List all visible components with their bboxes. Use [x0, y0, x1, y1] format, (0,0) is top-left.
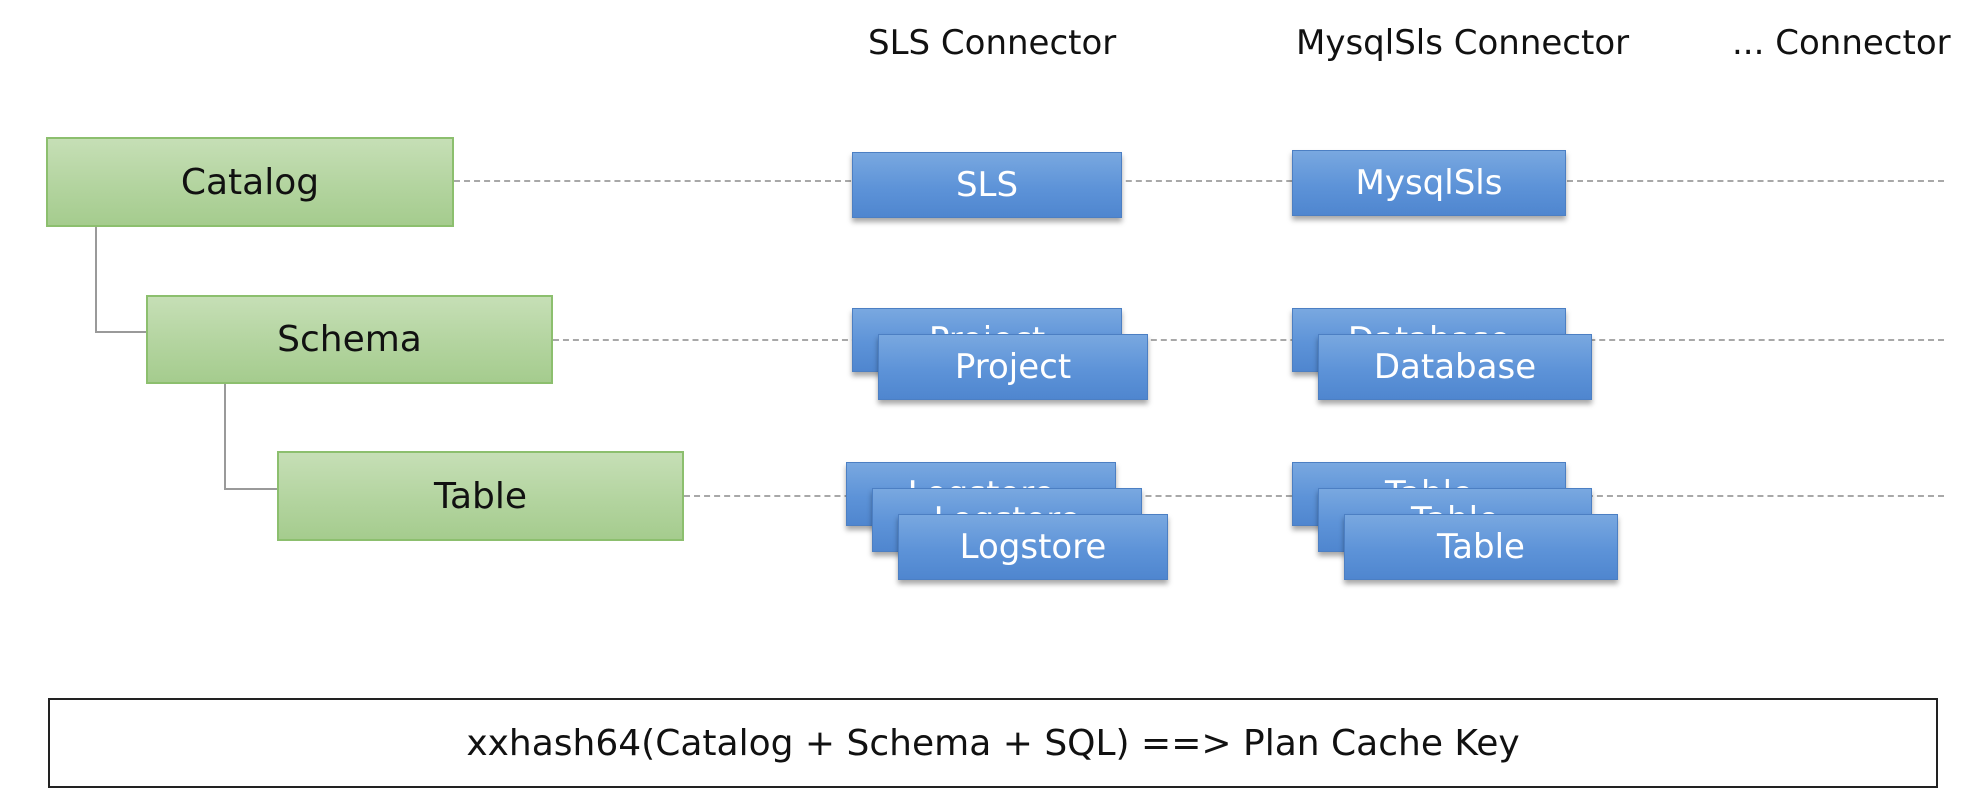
plan-cache-key-formula: xxhash64(Catalog + Schema + SQL) ==> Pla…	[466, 722, 1520, 764]
mysqlsls-catalog-box: MysqlSls	[1292, 150, 1566, 216]
sls-table-box: Logstore	[898, 514, 1168, 580]
mysqlsls-schema-label: Database	[1373, 347, 1537, 387]
schema-label: Schema	[277, 319, 422, 360]
mysqlsls-connector-header: MysqlSls Connector	[1296, 23, 1630, 63]
mysqlsls-catalog-label: MysqlSls	[1355, 163, 1503, 203]
mysqlsls-schema-box: Database	[1318, 334, 1592, 400]
sls-schema-label: Project	[954, 347, 1072, 387]
mysqlsls-table-label: Table	[1437, 527, 1525, 567]
catalog-box: Catalog	[46, 137, 454, 227]
table-label: Table	[433, 475, 528, 517]
sls-table-label: Logstore	[959, 527, 1107, 567]
other-connector-header: ... Connector	[1732, 23, 1951, 63]
catalog-row-dashed-line	[454, 180, 1944, 182]
catalog-schema-horizontal-line	[95, 331, 147, 333]
sls-catalog-label: SLS	[955, 165, 1019, 205]
table-box: Table	[277, 451, 684, 541]
sls-schema-box: Project	[878, 334, 1148, 400]
schema-row-dashed-line	[553, 339, 1944, 341]
catalog-schema-vertical-line	[95, 227, 97, 333]
sls-catalog-box: SLS	[852, 152, 1122, 218]
sls-connector-header: SLS Connector	[868, 23, 1117, 63]
catalog-label: Catalog	[180, 161, 320, 203]
mysqlsls-table-box: Table	[1344, 514, 1618, 580]
schema-table-horizontal-line	[224, 488, 278, 490]
schema-box: Schema	[146, 295, 553, 384]
schema-table-vertical-line	[224, 384, 226, 490]
plan-cache-key-formula-box: xxhash64(Catalog + Schema + SQL) ==> Pla…	[48, 698, 1938, 788]
